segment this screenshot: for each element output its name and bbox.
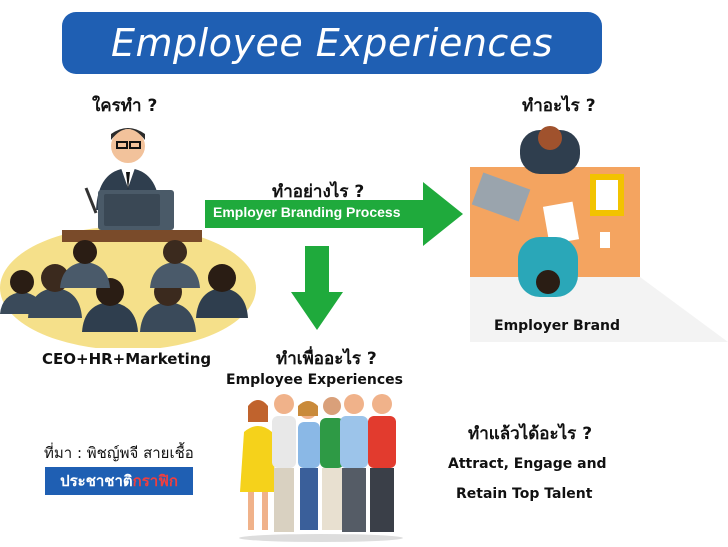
what-label: Employer Brand: [494, 318, 620, 334]
why-label: Employee Experiences: [226, 372, 403, 388]
publisher-name-part2: กราฟิก: [132, 472, 178, 490]
process-arrows: [205, 182, 463, 330]
how-question: ทำอย่างไร ?: [272, 182, 365, 202]
publisher-name-part1: ประชาชาติ: [60, 472, 133, 490]
source-credit: ที่มา : พิชญ์พจี สายเชื้อ: [44, 444, 194, 462]
result-line1: Attract, Engage and: [448, 456, 607, 472]
employees-group-illustration: [239, 394, 403, 542]
why-question: ทำเพื่ออะไร ?: [276, 349, 377, 369]
meeting-table-illustration: [470, 126, 728, 342]
result-line2: Retain Top Talent: [456, 486, 593, 502]
speaker-audience-illustration: [0, 128, 256, 348]
title-banner: Employee Experiences: [62, 12, 602, 74]
process-label: Employer Branding Process: [213, 204, 401, 220]
who-question: ใครทำ ?: [92, 96, 158, 116]
down-arrow: [291, 246, 343, 330]
result-question: ทำแล้วได้อะไร ?: [468, 424, 593, 444]
right-arrow: [205, 182, 463, 246]
page-title: Employee Experiences: [111, 21, 553, 65]
publisher-logo: ประชาชาติกราฟิก: [45, 467, 193, 495]
what-question: ทำอะไร ?: [522, 96, 596, 116]
who-label: CEO+HR+Marketing: [42, 350, 212, 368]
